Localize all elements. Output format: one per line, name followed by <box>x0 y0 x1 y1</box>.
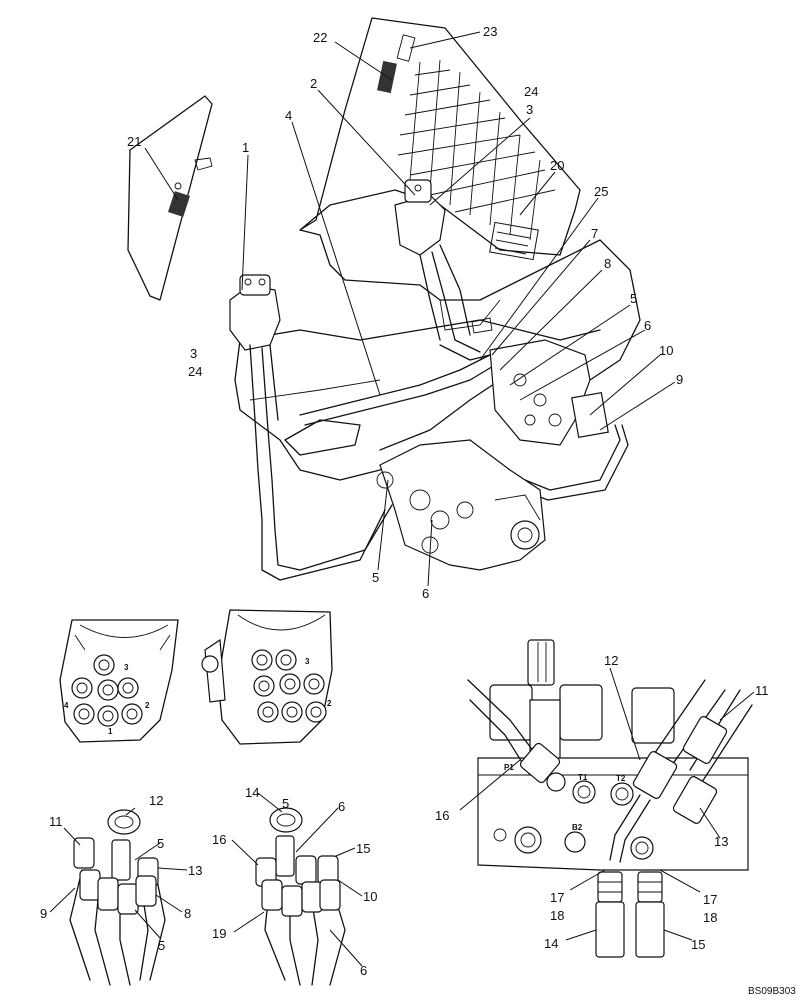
callout-13-valve: 13 <box>714 834 728 849</box>
left-joystick-base-detail: 3 4 2 1 <box>59 619 179 743</box>
callout-8-left: 8 <box>184 906 191 921</box>
right-hose-bundle-detail <box>255 807 346 986</box>
callout-13-left: 13 <box>188 863 202 878</box>
callout-7: 7 <box>591 226 598 241</box>
callout-24-top: 24 <box>524 84 538 99</box>
callout-1: 1 <box>242 140 249 155</box>
callout-2: 2 <box>310 76 317 91</box>
callout-11-left: 11 <box>49 814 63 829</box>
panel-vent-grid <box>397 59 556 241</box>
left-port-label-3: 3 <box>124 663 129 672</box>
left-port-label-4: 4 <box>64 701 69 710</box>
callout-17-left: 17 <box>550 890 564 905</box>
callout-22: 22 <box>313 30 327 45</box>
callout-19: 19 <box>212 926 226 941</box>
callout-5-left-a: 5 <box>157 836 164 851</box>
callout-leader-lines <box>49 31 755 967</box>
callout-14-right: 14 <box>245 785 259 800</box>
callout-10-top: 10 <box>659 343 673 358</box>
callout-6-right-b: 6 <box>360 963 367 978</box>
callout-21: 21 <box>127 134 141 149</box>
callout-12-valve: 12 <box>604 653 618 668</box>
callout-numbers: 21 22 23 2 4 1 24 3 20 25 7 8 5 6 10 9 3… <box>40 24 796 997</box>
callout-6-right-a: 6 <box>338 799 345 814</box>
callout-12-left: 12 <box>149 793 163 808</box>
left-panel-decal <box>167 191 191 217</box>
callout-10-right: 10 <box>363 889 377 904</box>
callout-4: 4 <box>285 108 292 123</box>
callout-6-pump: 6 <box>422 586 429 601</box>
callout-24-left: 24 <box>188 364 202 379</box>
port-label-T2: T2 <box>616 774 626 783</box>
right-port-label-2: 2 <box>327 699 332 708</box>
callout-8-top: 8 <box>604 256 611 271</box>
left-port-label-1: 1 <box>108 727 113 736</box>
callout-3-left: 3 <box>190 346 197 361</box>
left-joystick-control <box>229 274 281 431</box>
callout-5-top: 5 <box>630 291 637 306</box>
callout-15-right: 15 <box>356 841 370 856</box>
right-joystick-control <box>394 179 471 341</box>
callout-3-top: 3 <box>526 102 533 117</box>
port-label-P1: P1 <box>504 763 514 772</box>
left-port-label-2: 2 <box>145 701 150 710</box>
valve-fittings-detail: P1 T1 T2 B2 <box>467 639 753 958</box>
side-warning-decal <box>489 221 539 261</box>
right-port-label-3: 3 <box>305 657 310 666</box>
left-side-panel <box>127 95 213 301</box>
drawing-reference-code: BS09B303 <box>748 986 796 997</box>
callout-11-valve: 11 <box>755 683 769 698</box>
callout-17-right: 17 <box>703 892 717 907</box>
callout-18-left: 18 <box>550 908 564 923</box>
callout-18-right: 18 <box>703 910 717 925</box>
port-label-B2: B2 <box>572 823 583 832</box>
left-port-circles <box>71 654 143 727</box>
left-hose-bundle-detail <box>69 809 166 986</box>
callout-9-left: 9 <box>40 906 47 921</box>
callout-23: 23 <box>483 24 497 39</box>
callout-5-left-b: 5 <box>158 938 165 953</box>
callout-9-top: 9 <box>676 372 683 387</box>
callout-14-valve: 14 <box>544 936 558 951</box>
pilot-hose-routing <box>254 339 629 581</box>
control-valve-block <box>489 339 609 446</box>
callout-5-right: 5 <box>282 796 289 811</box>
callout-5-pump: 5 <box>372 570 379 585</box>
callout-16-valve: 16 <box>435 808 449 823</box>
callout-6-top: 6 <box>644 318 651 333</box>
callout-25: 25 <box>594 184 608 199</box>
right-port-circles <box>251 649 327 723</box>
right-joystick-base-detail: 3 2 <box>201 609 333 745</box>
callout-20: 20 <box>550 158 564 173</box>
callout-15-valve: 15 <box>691 937 705 952</box>
callout-16-right: 16 <box>212 832 226 847</box>
port-label-T1: T1 <box>578 773 588 782</box>
hydraulic-pump <box>376 439 546 571</box>
